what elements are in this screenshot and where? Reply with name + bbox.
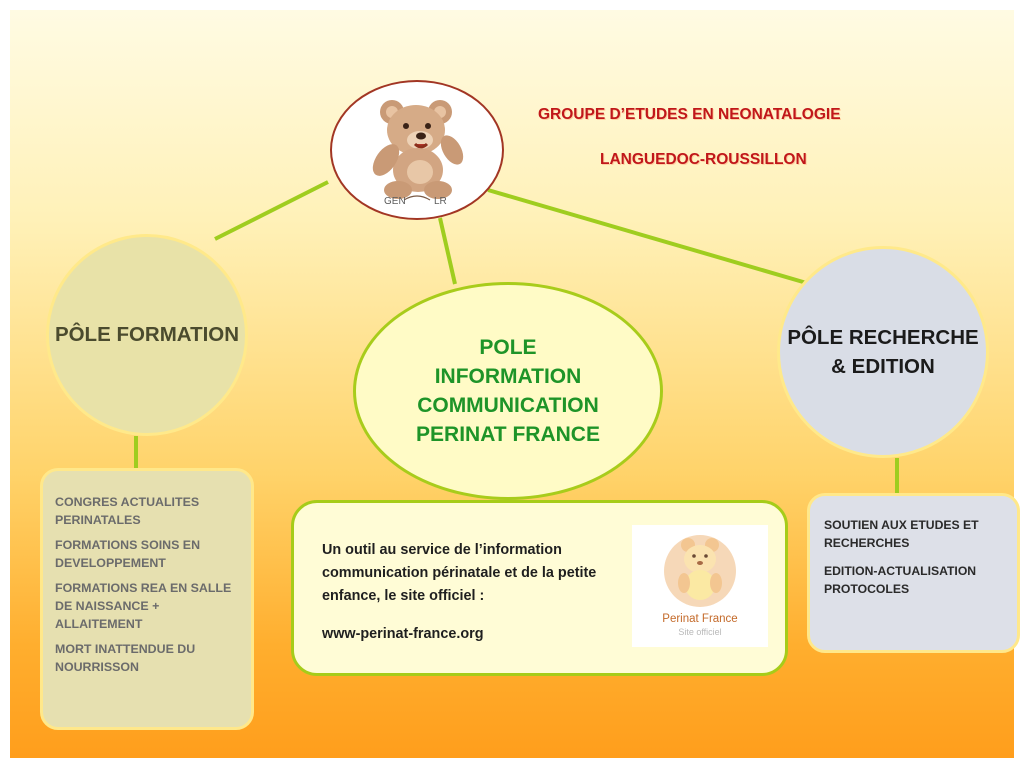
formation-item: MORT INATTENDUE DU NOURRISSON xyxy=(55,642,196,674)
recherche-item: EDITION-ACTUALISATION PROTOCOLES xyxy=(824,564,977,596)
perinat-logo-subtitle: Site officiel xyxy=(678,627,722,637)
pole-recherche-line: PÔLE RECHERCHE xyxy=(787,326,979,349)
formation-item: FORMATIONS REA EN SALLE DE NAISSANCE + A… xyxy=(55,581,232,631)
information-box: Un outil au service de l’information com… xyxy=(291,500,788,676)
pole-information-line: INFORMATION xyxy=(434,365,582,388)
pole-formation-label: PÔLE FORMATION xyxy=(54,323,240,346)
formation-item: CONGRES ACTUALITES PERINATALES xyxy=(55,495,200,527)
connector-logo-recherche xyxy=(487,188,811,286)
pole-information-label: POLE INFORMATION COMMUNICATION PERINAT F… xyxy=(416,333,600,449)
pole-formation-circle: PÔLE FORMATION xyxy=(46,234,248,436)
group-title-line2: LANGUEDOC-ROUSSILLON xyxy=(600,151,807,168)
pole-recherche-label: PÔLE RECHERCHE & EDITION xyxy=(787,323,978,381)
logo-left-text: GEN xyxy=(384,196,406,207)
perinat-bear-icon xyxy=(664,535,736,607)
gen-lr-logo: GEN LR xyxy=(330,80,504,220)
formation-items-box: CONGRES ACTUALITES PERINATALES FORMATION… xyxy=(40,468,254,730)
recherche-item: SOUTIEN AUX ETUDES ET RECHERCHES xyxy=(824,518,979,550)
diagram-canvas: GEN LR GROUPE D’ETUDES EN NEONATALOGIE L… xyxy=(10,10,1020,758)
pole-information-line: COMMUNICATION xyxy=(417,394,599,417)
connector-logo-formation xyxy=(214,180,329,241)
logo-right-text: LR xyxy=(434,196,447,207)
pole-information-circle: POLE INFORMATION COMMUNICATION PERINAT F… xyxy=(353,282,663,500)
perinat-france-logo: Perinat France Site officiel xyxy=(632,525,768,647)
information-description: Un outil au service de l’information com… xyxy=(322,542,597,604)
recherche-items-box: SOUTIEN AUX ETUDES ET RECHERCHES EDITION… xyxy=(807,493,1020,653)
formation-item: FORMATIONS SOINS EN DEVELOPPEMENT xyxy=(55,538,201,570)
pole-information-line: PERINAT FRANCE xyxy=(416,423,600,446)
teddy-bear-icon: GEN LR xyxy=(372,100,464,207)
connector-logo-information xyxy=(438,217,457,285)
pole-recherche-line: & EDITION xyxy=(831,355,935,378)
pole-recherche-circle: PÔLE RECHERCHE & EDITION xyxy=(777,246,989,458)
connector-lines xyxy=(134,180,899,495)
pole-information-line: POLE xyxy=(479,336,537,359)
group-title-line1: GROUPE D’ETUDES EN NEONATALOGIE xyxy=(538,106,841,123)
perinat-logo-name: Perinat France xyxy=(662,613,738,625)
perinat-france-url-link[interactable]: www-perinat-france.org xyxy=(322,626,484,642)
